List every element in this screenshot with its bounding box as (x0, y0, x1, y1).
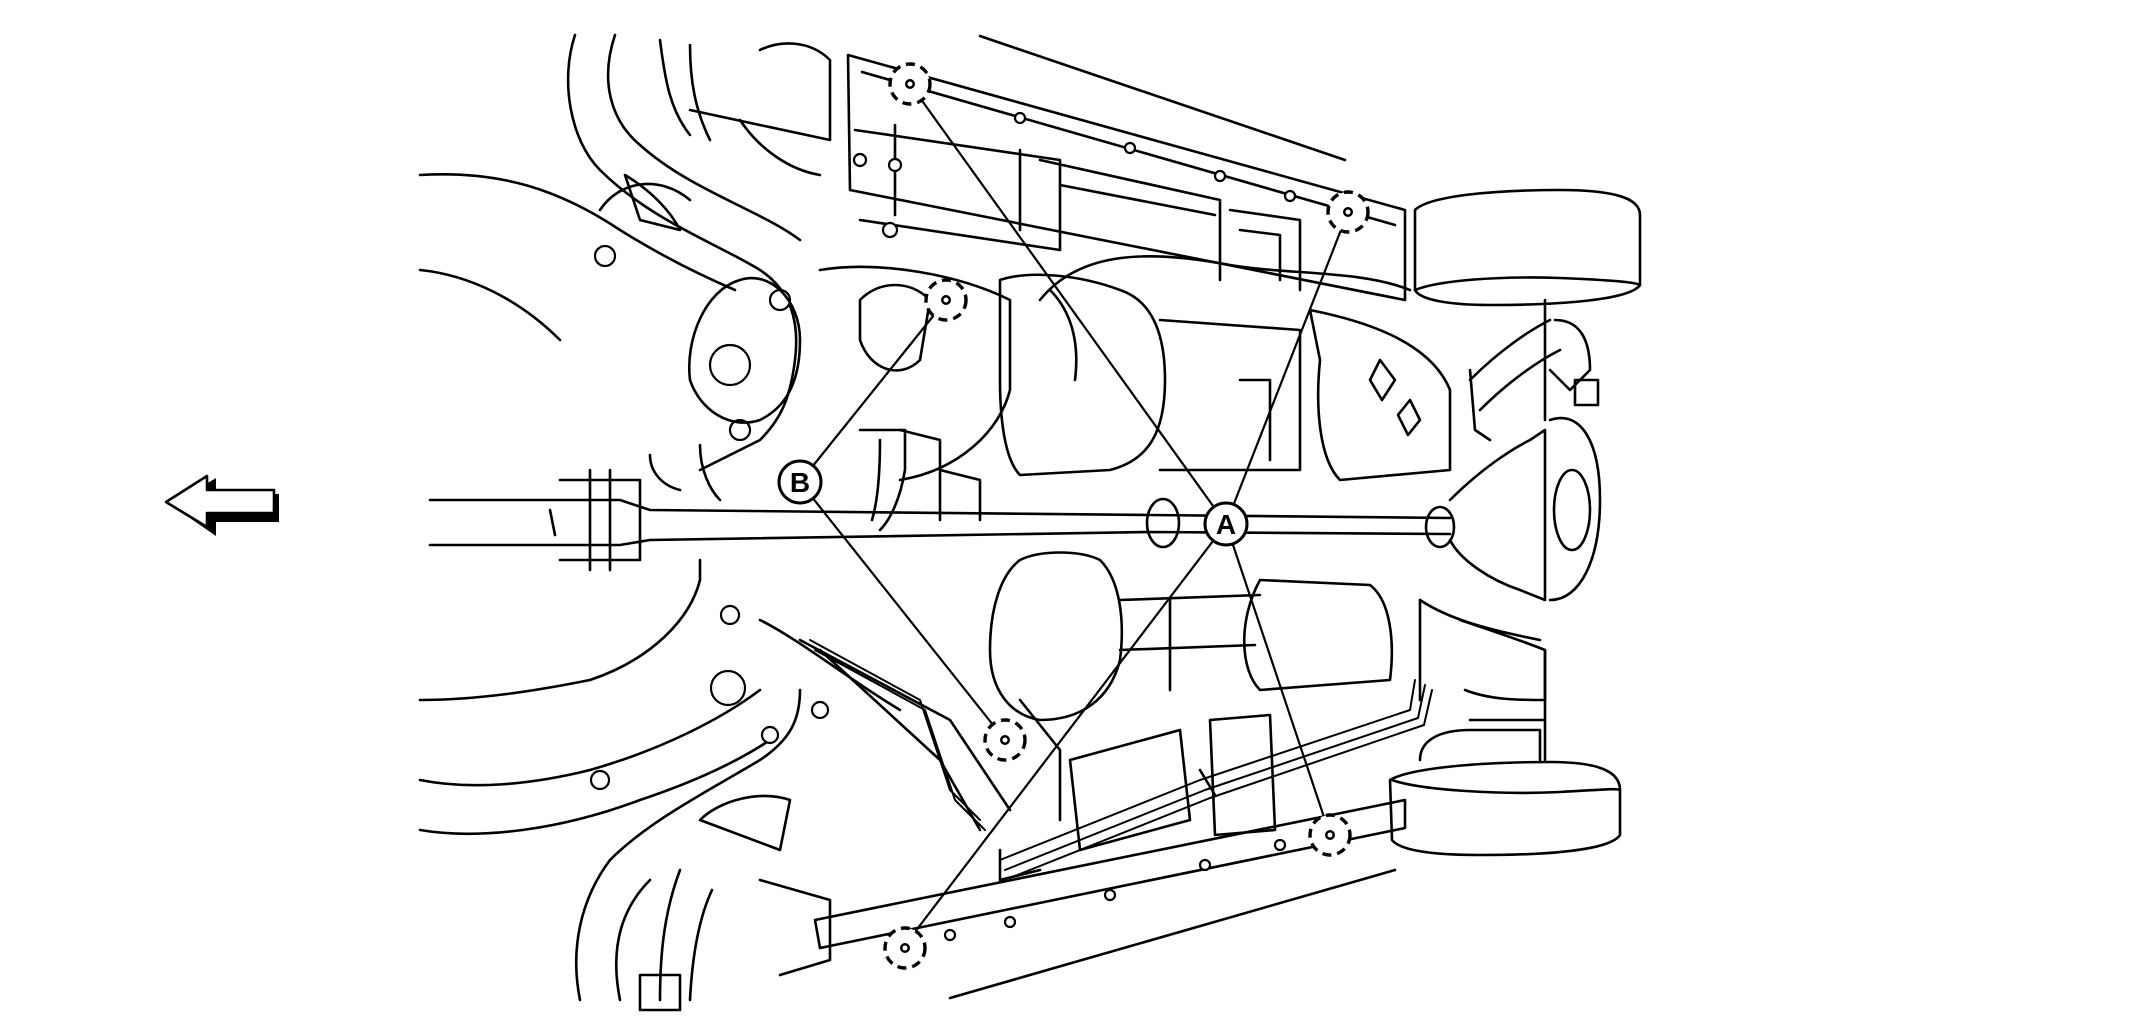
rear-upper-tire-icon (1413, 188, 1642, 307)
fastener-mark (1308, 813, 1352, 857)
fastener-mark (883, 926, 927, 970)
callout-leader-lines (799, 83, 1350, 946)
fastener-mark (983, 718, 1027, 762)
front-direction-arrow-icon (164, 474, 279, 536)
fastener-mark (924, 278, 968, 322)
fastener-mark (1326, 190, 1370, 234)
fastener-mark (888, 62, 932, 106)
callout-a-label: A (1216, 509, 1236, 540)
underbody-line-drawing (418, 33, 1642, 1012)
fastener-marks (883, 62, 1370, 970)
callout-a: A (1203, 501, 1249, 547)
callout-b-label: B (790, 467, 810, 498)
callout-b: B (777, 459, 823, 505)
rear-lower-tire-icon (1388, 728, 1622, 857)
